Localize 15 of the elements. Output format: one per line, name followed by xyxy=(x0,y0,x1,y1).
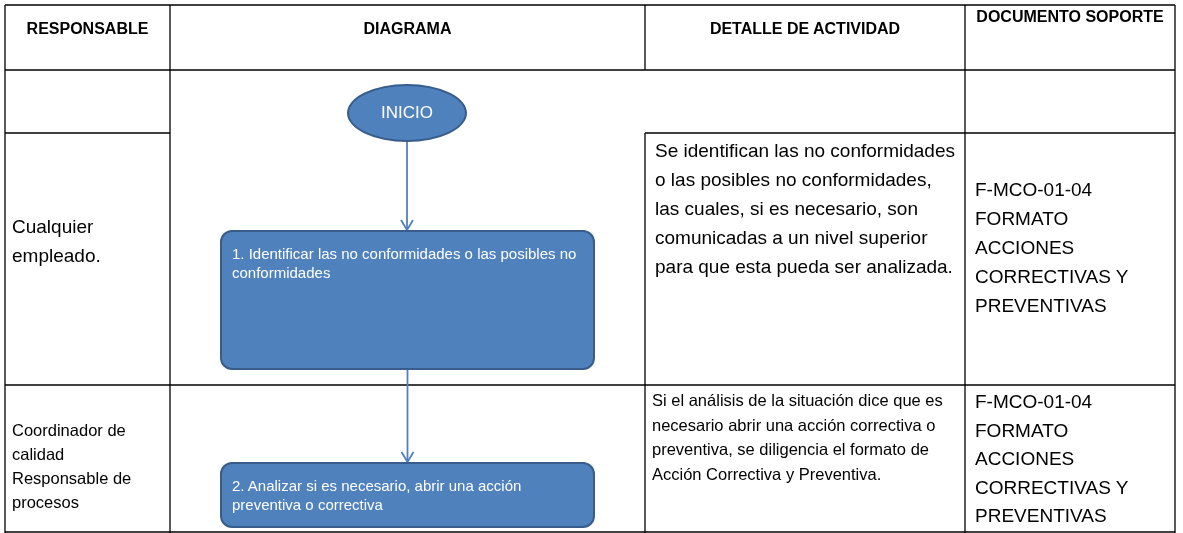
column-header: DETALLE DE ACTIVIDAD xyxy=(708,20,902,38)
start-ellipse: INICIO xyxy=(347,84,467,142)
arrow xyxy=(400,141,414,231)
document-reference: F-MCO-01-04 FORMATO ACCIONES CORRECTIVAS Y PREVENTIVAS xyxy=(975,390,1130,528)
column-header: RESPONSABLE xyxy=(25,20,150,38)
column-header: DOCUMENTO SOPORTE xyxy=(975,8,1165,26)
role-text: Coordinador de calidad Responsable de procesos xyxy=(12,420,133,513)
document-reference: F-MCO-01-04 FORMATO ACCIONES CORRECTIVAS Y PREVENTIVAS xyxy=(975,178,1130,318)
column-header: DIAGRAMA xyxy=(362,20,453,38)
process-box: 2. Analizar si es necesario, abrir una acción preventiva o correctiva xyxy=(220,462,595,528)
process-box: 1. Identificar las no conformidades o las posibles no conformidades xyxy=(220,230,595,370)
activity-description: Se identifican las no conformidades o las posibles no conformidades, las cuales, si es necesario, son comunicadas a un nivel superior para que esta pueda ser analizada. xyxy=(655,139,956,279)
role-text: Cualquier empleado. xyxy=(12,215,102,268)
arrow xyxy=(400,369,415,463)
activity-description: Si el análisis de la situación dice que es necesario abrir una acción correctiva o preventiva, se diligencia el formato de Acción Correctiva y Preventiva. xyxy=(652,390,944,485)
